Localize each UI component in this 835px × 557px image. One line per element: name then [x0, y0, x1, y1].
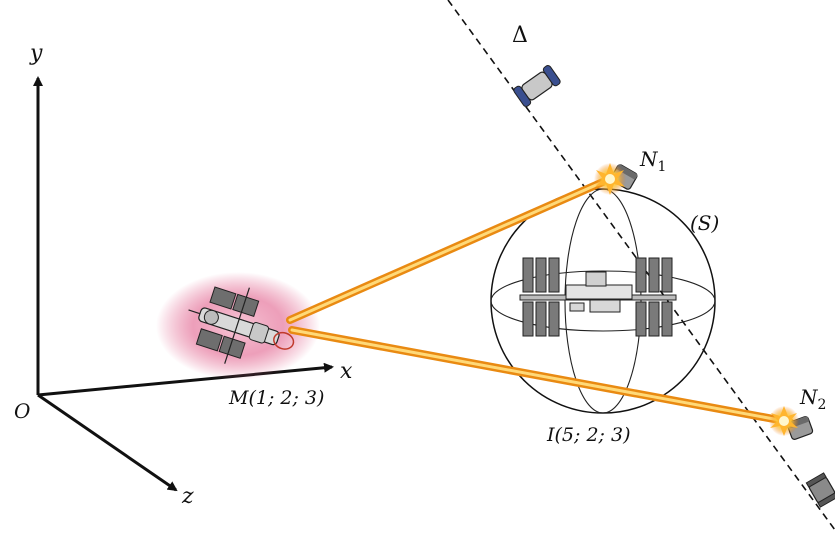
laser-beams — [286, 174, 794, 426]
point-n1-sub: 1 — [658, 159, 667, 175]
iss-station-icon — [519, 257, 677, 337]
point-n2-base: N — [799, 385, 819, 409]
point-n2-label: N2 — [799, 385, 826, 413]
sphere-equator — [490, 270, 716, 332]
point-n2-sub: 2 — [818, 397, 827, 413]
satellite-bottom-icon — [805, 472, 835, 508]
explosion-n1-icon — [594, 163, 626, 195]
explosion-n2-icon — [769, 406, 799, 436]
x-axis — [37, 362, 334, 397]
z-axis — [37, 393, 178, 492]
coordinate-axes: y x z O — [14, 41, 353, 509]
point-n1-base: N — [639, 147, 659, 171]
satellite-m-icon — [188, 286, 295, 364]
sphere-label: (S) — [690, 211, 719, 235]
satellite-top-icon — [513, 65, 561, 107]
origin-label: O — [14, 399, 30, 423]
y-axis-label: y — [29, 41, 43, 66]
z-axis-label: z — [181, 484, 194, 509]
point-m-label: M(1; 2; 3) — [228, 387, 324, 409]
point-i-label: I(5; 2; 3) — [546, 424, 630, 446]
laser-beam-m-n2-core — [290, 328, 792, 424]
point-n1-label: N1 — [639, 147, 666, 175]
x-axis-label: x — [340, 359, 353, 384]
delta-label: Δ — [512, 23, 528, 48]
laser-beam-m-n1-core — [288, 176, 614, 322]
